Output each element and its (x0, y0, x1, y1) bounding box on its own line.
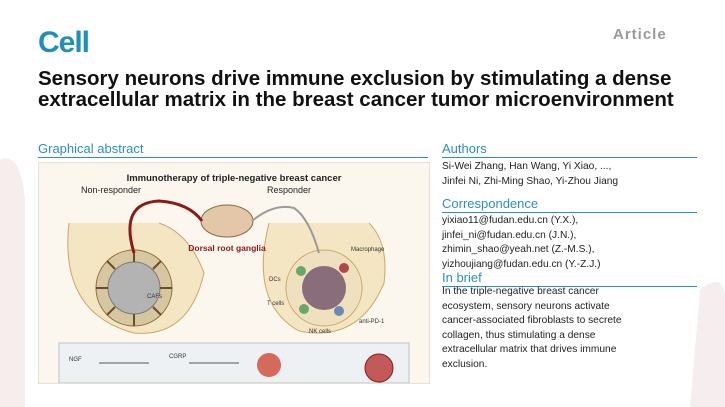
email-link[interactable]: jinfei_ni@fudan.edu.cn (J.N.), (442, 229, 577, 241)
in-brief-line: extracellular matrix that drives immune (442, 344, 617, 355)
divider (442, 212, 697, 213)
paper-title: Sensory neurons drive immune exclusion b… (38, 67, 674, 111)
responder-label: Responder (267, 185, 311, 195)
divider (442, 157, 697, 158)
article-type-label: Article (613, 26, 667, 43)
cgrp-label: CGRP (169, 354, 186, 360)
in-brief-line: cancer-associated fibroblasts to secrete (442, 315, 622, 326)
in-brief-line: collagen, thus stimulating a dense (442, 329, 596, 341)
sensory-nerve-left (128, 199, 204, 254)
figure-title: Immunotherapy of triple-negative breast … (127, 173, 342, 184)
in-brief-text: In the triple-negative breast cancer eco… (442, 285, 702, 372)
cafs-label: CAFs (147, 294, 162, 300)
email-link[interactable]: zhimin_shao@yeah.net (Z.-M.S.), (442, 244, 595, 255)
in-brief-line: exclusion. (442, 358, 488, 370)
authors-heading: Authors (442, 141, 487, 156)
ngf-label: NGF (69, 357, 82, 363)
authors-list: Si-Wei Zhang, Han Wang, Yi Xiao, ..., Ji… (442, 160, 702, 189)
nk-cells-label: NK cells (309, 329, 331, 335)
correspondence-emails: yixiao11@fudan.edu.cn (Y.X.), jinfei_ni@… (442, 214, 702, 272)
non-responder-tumor (95, 249, 173, 327)
non-responder-label: Non-responder (81, 185, 141, 195)
graphical-abstract-figure: Immunotherapy of triple-negative breast … (38, 162, 430, 384)
mechanism-cell (257, 353, 281, 377)
email-link[interactable]: yizhoujiang@fudan.edu.cn (Y.-Z.J.) (442, 258, 601, 270)
authors-line: Jinfei Ni, Zhi-Ming Shao, Yi-Zhou Jiang (442, 175, 619, 187)
ganglia-label: Dorsal root ganglia (188, 243, 266, 253)
sensory-nerve-right (251, 205, 320, 254)
dorsal-root-ganglia (200, 204, 254, 238)
in-brief-heading: In brief (442, 270, 482, 285)
in-brief-line: In the triple-negative breast cancer (442, 286, 599, 297)
divider (442, 286, 697, 287)
graphical-abstract-illustration: Immunotherapy of triple-negative breast … (58, 173, 410, 383)
divider (38, 157, 428, 158)
t-cells-label: T cells (267, 301, 284, 307)
email-link[interactable]: yixiao11@fudan.edu.cn (Y.X.), (442, 215, 579, 226)
anti-pd1-label: anti-PD-1 (359, 319, 385, 325)
graphical-abstract-heading: Graphical abstract (38, 141, 144, 156)
authors-line: Si-Wei Zhang, Han Wang, Yi Xiao, ..., (442, 161, 612, 172)
mechanism-tumor (364, 353, 394, 383)
dcs-label: DCs (269, 277, 281, 283)
in-brief-line: ecosystem, sensory neurons activate (442, 300, 610, 312)
correspondence-heading: Correspondence (442, 196, 539, 211)
responder-tumor (285, 249, 363, 327)
macrophage-label: Macrophage (351, 247, 385, 253)
journal-logo: Cell (38, 26, 90, 59)
